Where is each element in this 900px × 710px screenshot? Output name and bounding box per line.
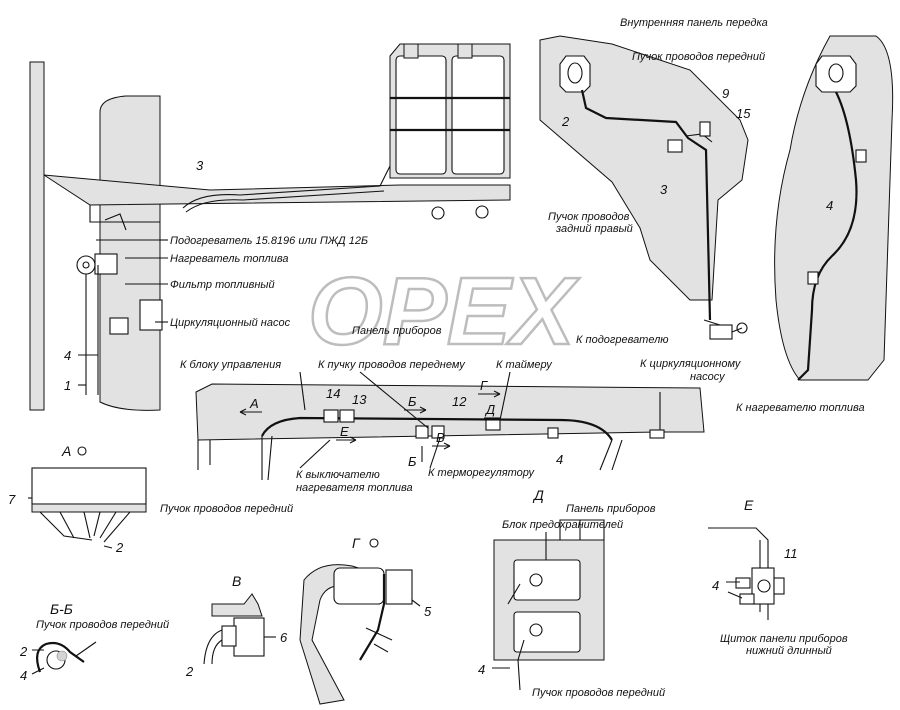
label-front-harness-top: Пучок проводов передний <box>632 51 765 63</box>
callout-2-v: 2 <box>185 664 194 679</box>
callout-11: 11 <box>784 546 798 561</box>
labels: Внутренняя панель передка Пучок проводов… <box>36 17 865 699</box>
view-g-detail <box>299 564 421 705</box>
section-arrows: А Б Е В Б Г Д <box>249 378 495 469</box>
callout-5: 5 <box>424 604 432 619</box>
view-a-title: А <box>61 443 71 459</box>
label-to-switch-2: нагревателя топлива <box>296 482 413 494</box>
callout-4-bb: 4 <box>20 668 27 683</box>
label-to-timer: К таймеру <box>496 359 553 371</box>
callout-14: 14 <box>326 386 340 401</box>
callout-15: 15 <box>736 106 751 121</box>
callout-2-bb: 2 <box>19 644 28 659</box>
label-to-circ-pump-2: насосу <box>690 371 726 383</box>
view-e-title: Е <box>744 497 754 513</box>
view-a-rotation-mark <box>77 446 87 456</box>
arrow-letter-a: А <box>249 396 259 411</box>
label-circ-pump: Циркуляционный насос <box>170 317 291 329</box>
callout-numbers: 3 4 1 2 9 15 3 4 14 13 12 4 7 2 2 4 6 2 … <box>8 86 833 683</box>
callout-9: 9 <box>722 86 729 101</box>
label-to-switch-1: К выключателю <box>296 469 380 481</box>
callout-4-mid: 4 <box>556 452 563 467</box>
inner-front-panel <box>539 35 749 340</box>
view-g-title: Г <box>352 535 361 551</box>
view-titles: А Б-Б В Г Д Е <box>50 443 754 617</box>
arrow-letter-g: Г <box>480 378 488 393</box>
label-to-preheater: К подогревателю <box>576 334 669 346</box>
label-bb-harness: Пучок проводов передний <box>36 619 169 631</box>
right-tall-panel <box>774 35 894 381</box>
callout-4-left: 4 <box>64 348 71 363</box>
view-a-detail <box>28 467 147 549</box>
label-inner-panel: Внутренняя панель передка <box>620 17 768 29</box>
view-bb-title: Б-Б <box>50 601 73 617</box>
label-to-thermoregulator: К терморегулятору <box>428 467 535 479</box>
callout-13: 13 <box>352 392 367 407</box>
arrow-letter-b2: Б <box>408 454 417 469</box>
label-fuel-filter: Фильтр топливный <box>170 279 275 291</box>
callout-4-e: 4 <box>712 578 719 593</box>
label-fuel-heater: Нагреватель топлива <box>170 253 288 265</box>
label-instrument-panel: Панель приборов <box>352 325 442 337</box>
view-v-detail <box>203 593 276 665</box>
label-d-panel: Панель приборов <box>566 503 656 515</box>
label-to-fuel-heater: К нагревателю топлива <box>736 402 865 414</box>
view-g-rotation-mark <box>369 538 379 548</box>
label-front-harness-bottom: Пучок проводов передний <box>160 503 293 515</box>
callout-6: 6 <box>280 630 288 645</box>
battery-box <box>389 43 511 179</box>
label-e-caption-2: нижний длинный <box>746 645 832 657</box>
arrow-letter-v: В <box>436 430 445 445</box>
callout-3-top: 3 <box>196 158 204 173</box>
label-to-circ-pump-1: К циркуляционному <box>640 358 742 370</box>
callout-1-left: 1 <box>64 378 71 393</box>
callout-3-right: 3 <box>660 182 668 197</box>
callout-2-a: 2 <box>115 540 124 555</box>
callout-12: 12 <box>452 394 467 409</box>
instrument-panel-section <box>195 371 705 481</box>
callout-4-right: 4 <box>826 198 833 213</box>
view-e-detail <box>708 527 785 620</box>
label-heater: Подогреватель 15.8196 или ПЖД 12Б <box>170 235 368 247</box>
label-rear-right-harness-1: Пучок проводов <box>548 211 630 223</box>
view-d-title: Д <box>532 487 544 503</box>
arrow-letter-e: Е <box>340 424 349 439</box>
label-to-control-unit: К блоку управления <box>180 359 281 371</box>
label-to-front-harness: К пучку проводов переднему <box>318 359 466 371</box>
label-rear-right-harness-2: задний правый <box>555 223 633 235</box>
left-frame-view <box>29 61 511 411</box>
callout-2-top: 2 <box>561 114 570 129</box>
callout-4-d: 4 <box>478 662 485 677</box>
label-fuse-block: Блок предохранителей <box>502 519 623 531</box>
watermark-text: OPEX <box>308 258 580 365</box>
arrow-letter-b: Б <box>408 394 417 409</box>
arrow-letter-d: Д <box>484 402 495 417</box>
label-e-caption-1: Щиток панели приборов <box>720 633 848 645</box>
view-v-title: В <box>232 573 241 589</box>
view-d-detail <box>492 519 605 691</box>
callout-7: 7 <box>8 492 16 507</box>
view-bb-detail <box>31 641 97 675</box>
label-d-harness: Пучок проводов передний <box>532 687 665 699</box>
